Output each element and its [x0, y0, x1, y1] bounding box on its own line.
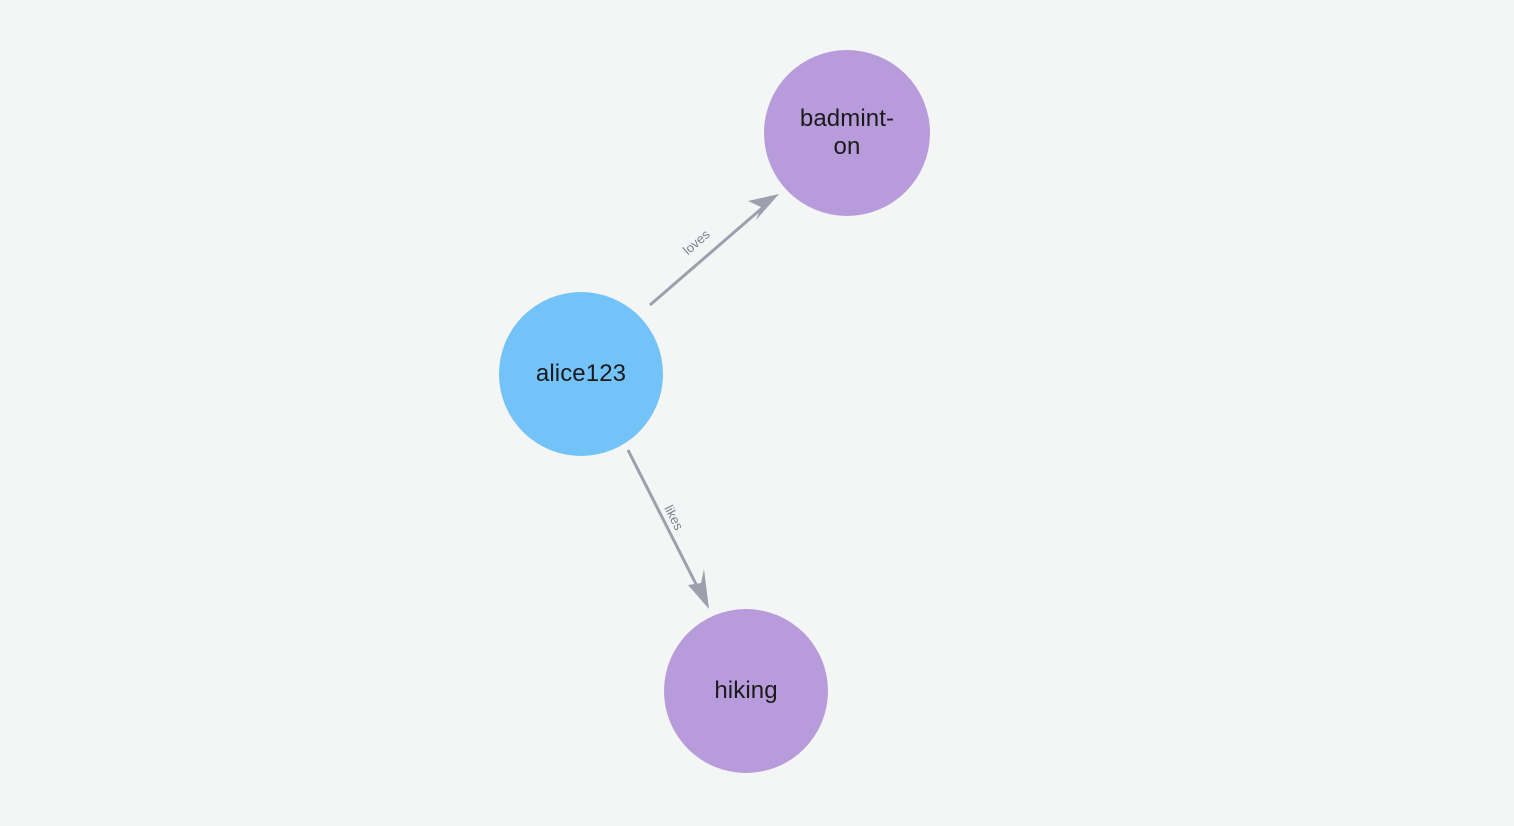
- graph-node-hiking[interactable]: hiking: [664, 609, 828, 773]
- edge-line-likes: [626, 449, 702, 593]
- arrowhead-loves: [748, 194, 779, 220]
- edge-label-likes: likes: [661, 503, 686, 533]
- graph-node-alice123[interactable]: alice123: [499, 292, 663, 456]
- edge-alice123-loves-badminton[interactable]: loves: [649, 194, 779, 307]
- arrowhead-likes: [688, 569, 709, 609]
- edge-alice123-likes-hiking[interactable]: likes: [626, 449, 709, 609]
- node-label-badminton: badmint- on: [799, 105, 895, 160]
- node-label-alice123: alice123: [535, 360, 627, 387]
- node-label-hiking: hiking: [714, 677, 778, 704]
- graph-node-badminton[interactable]: badmint- on: [764, 50, 930, 216]
- edge-line-loves: [649, 201, 769, 307]
